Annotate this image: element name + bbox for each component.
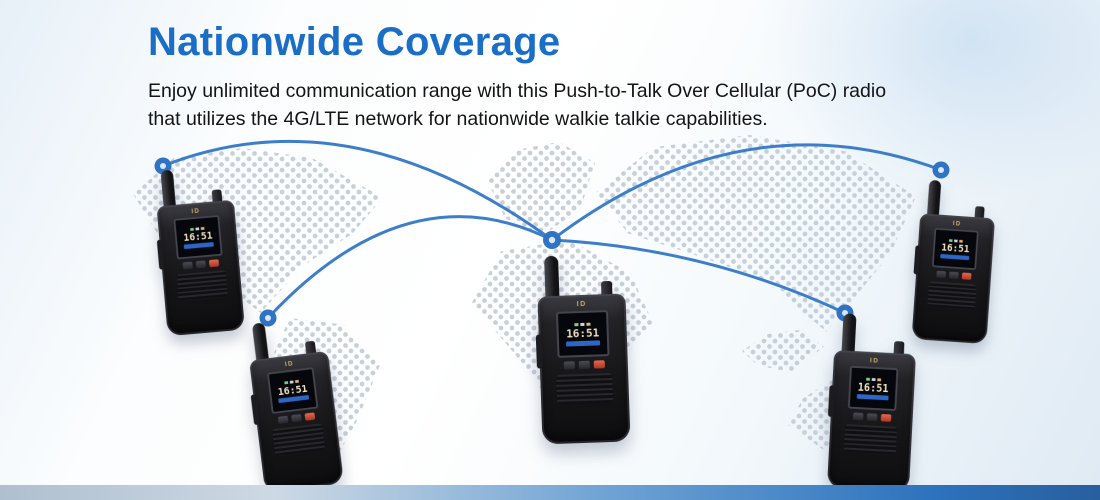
radio-screen: 16:51 bbox=[847, 365, 899, 411]
subtitle-line-2: that utilizes the 4G/LTE network for nat… bbox=[148, 107, 768, 130]
radio-screen: 16:51 bbox=[931, 227, 979, 271]
network-node-core bbox=[938, 167, 944, 173]
radio-key bbox=[948, 271, 959, 279]
radio-screen: 16:51 bbox=[266, 367, 319, 414]
radio-screen-time: 16:51 bbox=[940, 241, 970, 255]
status-dot bbox=[200, 226, 205, 230]
radio-speaker-grille bbox=[927, 281, 977, 311]
radio-key bbox=[277, 415, 289, 425]
radio-brand-logo: ID bbox=[952, 220, 962, 228]
radio-key bbox=[563, 361, 575, 370]
status-dot bbox=[959, 239, 963, 243]
radio-key bbox=[290, 414, 302, 423]
radio-body: ID 16:51 bbox=[249, 350, 344, 493]
radio-key bbox=[182, 261, 193, 270]
radio-brand-logo: ID bbox=[191, 207, 201, 215]
radio-key bbox=[195, 260, 206, 269]
status-dot bbox=[284, 380, 289, 384]
radio-red-key bbox=[593, 360, 605, 369]
status-dot bbox=[289, 380, 294, 384]
radio-speaker-grille bbox=[176, 270, 228, 301]
status-dot bbox=[190, 227, 194, 231]
radio-key bbox=[935, 270, 946, 279]
radio-body: ID 16:51 bbox=[911, 213, 995, 345]
radio-screen-time: 16:51 bbox=[182, 229, 214, 244]
radio-screen: 16:51 bbox=[173, 215, 223, 260]
radio-red-key bbox=[208, 259, 219, 268]
radio-screen-time: 16:51 bbox=[857, 380, 889, 395]
connection-curve bbox=[550, 143, 943, 242]
status-dot bbox=[877, 377, 882, 381]
radio-body: ID 16:51 bbox=[156, 199, 245, 337]
subtitle-line-1: Enjoy unlimited communication range with… bbox=[148, 80, 887, 102]
status-dot bbox=[294, 379, 299, 383]
poc-radio-center: ID 16:51 bbox=[535, 253, 631, 445]
radio-keypad bbox=[563, 360, 605, 370]
radio-red-key bbox=[880, 413, 891, 422]
radio-screen-time: 16:51 bbox=[565, 325, 600, 341]
status-dot bbox=[954, 239, 958, 242]
radio-screen-status-icons bbox=[949, 238, 963, 243]
radio-keypad bbox=[182, 259, 219, 270]
network-node-core bbox=[548, 236, 556, 244]
connection-curve bbox=[550, 238, 847, 315]
connection-curve bbox=[266, 215, 554, 320]
radio-key bbox=[866, 413, 877, 422]
radio-keypad bbox=[277, 412, 315, 425]
radio-body: ID 16:51 bbox=[826, 350, 916, 492]
radio-speaker-grille bbox=[556, 372, 614, 405]
radio-ptt-button bbox=[535, 334, 543, 369]
bottom-gradient-bar bbox=[0, 485, 1100, 500]
status-dot bbox=[949, 238, 953, 242]
radio-speaker-grille bbox=[272, 423, 326, 457]
poc-radio-top-right: ID 16:51 bbox=[911, 179, 998, 345]
page-subtitle: Enjoy unlimited communication range with… bbox=[148, 78, 886, 133]
radio-screen-time: 16:51 bbox=[277, 382, 309, 398]
status-dot bbox=[866, 377, 870, 381]
status-dot bbox=[574, 322, 579, 326]
radio-body: ID 16:51 bbox=[537, 293, 631, 445]
radio-screen-channel-bar bbox=[565, 339, 601, 347]
network-node-core bbox=[265, 315, 271, 321]
radio-screen-status-icons bbox=[574, 322, 591, 326]
radio-key bbox=[578, 360, 590, 370]
header: Nationwide Coverage Enjoy unlimited comm… bbox=[148, 20, 886, 133]
connection-curve bbox=[161, 139, 554, 242]
page-title: Nationwide Coverage bbox=[148, 20, 561, 64]
radio-keypad bbox=[852, 412, 891, 422]
poc-radio-right: ID 16:51 bbox=[826, 313, 918, 492]
status-dot bbox=[580, 322, 585, 326]
radio-key bbox=[852, 412, 864, 421]
radio-red-key bbox=[304, 412, 315, 421]
status-dot bbox=[871, 377, 876, 381]
radio-brand-logo: ID bbox=[284, 360, 295, 368]
radio-screen: 16:51 bbox=[555, 310, 610, 358]
radio-red-key bbox=[961, 272, 972, 280]
status-dot bbox=[586, 322, 591, 326]
radio-screen-status-icons bbox=[866, 377, 882, 381]
radio-speaker-grille bbox=[843, 424, 898, 455]
radio-brand-logo: ID bbox=[576, 300, 587, 309]
radio-keypad bbox=[935, 270, 972, 280]
network-node-core bbox=[160, 163, 166, 169]
radio-brand-logo: ID bbox=[869, 357, 880, 365]
poc-radio-top-left: ID 16:51 bbox=[153, 165, 245, 337]
radio-screen-channel-bar bbox=[856, 393, 889, 400]
radio-screen-channel-bar bbox=[940, 253, 970, 260]
status-dot bbox=[195, 227, 200, 230]
